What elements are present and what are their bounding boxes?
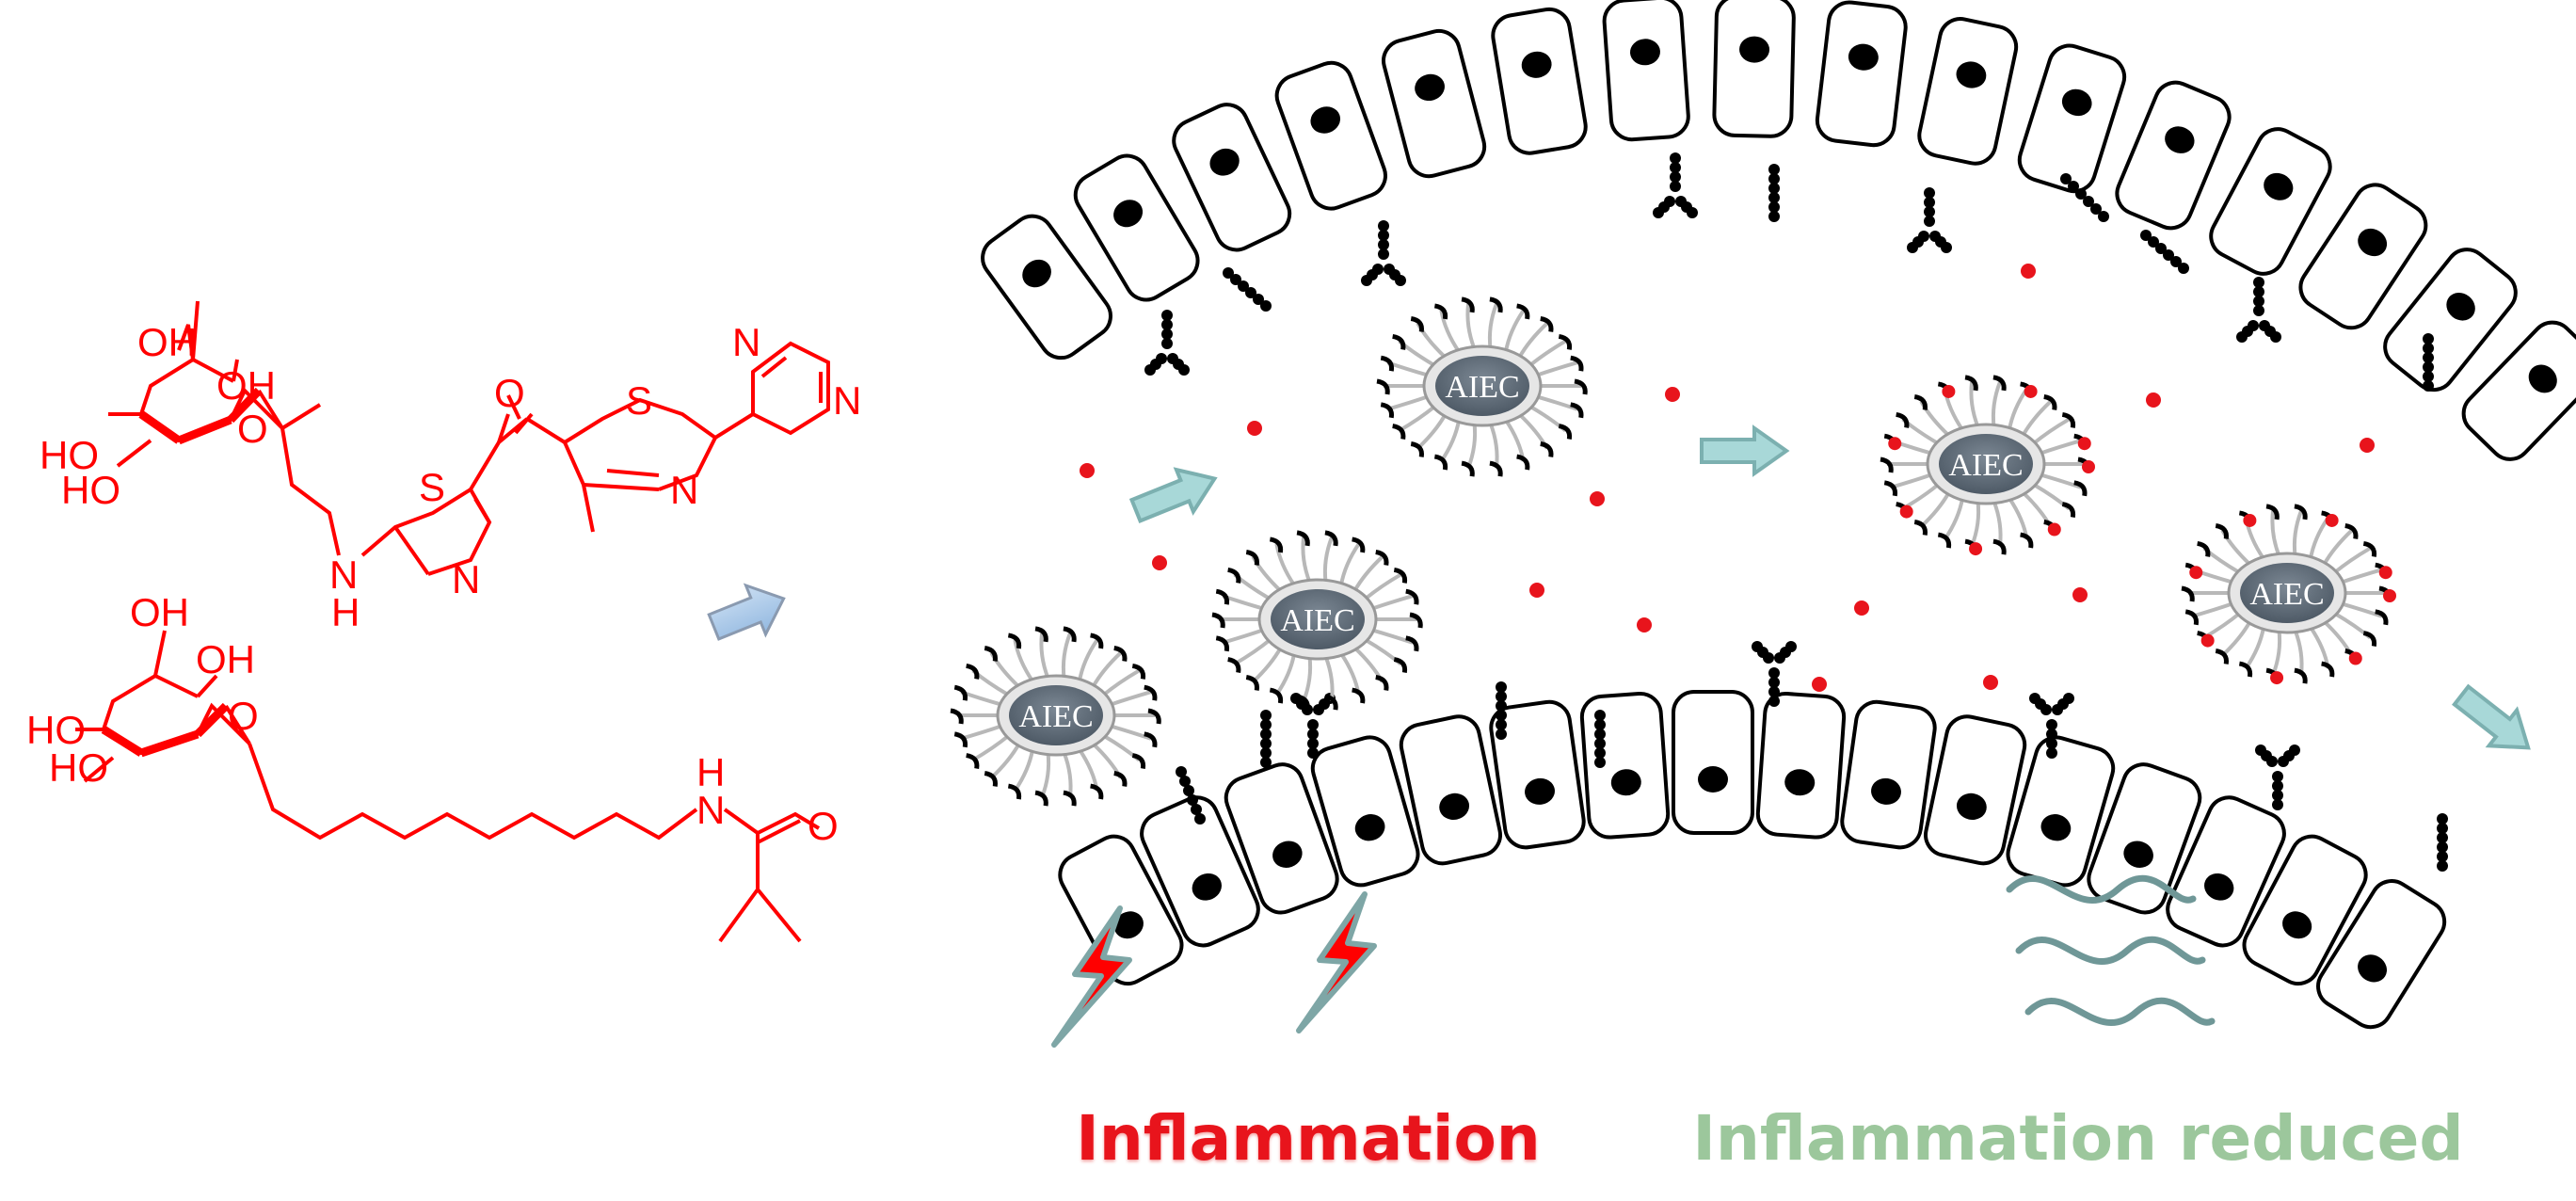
atom-ho-1-b: HO <box>26 708 86 752</box>
epithelial-cell <box>1310 735 1420 888</box>
bacterium: AIEC <box>1211 530 1423 711</box>
epithelial-cell <box>1382 28 1487 179</box>
glycan-receptor <box>1653 152 1698 218</box>
caption-inflammation: Inflammation <box>1076 1102 1541 1175</box>
atom-amide-h: H <box>696 750 725 794</box>
epithelial-cell <box>1712 0 1796 138</box>
atom-carbonyl-o: O <box>494 371 525 415</box>
atom-n-amine: N <box>329 552 358 597</box>
atom-ho-2: HO <box>61 468 120 512</box>
bacterium: AIEC <box>1880 375 2095 556</box>
atom-amide-n: N <box>696 788 725 832</box>
glycan-receptor <box>1907 187 1952 253</box>
bacterium: AIEC <box>950 626 1161 807</box>
free-inhibitor-dots <box>1080 264 2375 692</box>
atom-n-thiazole-1: N <box>452 557 480 601</box>
molecule-bottom <box>75 630 821 943</box>
glycan-receptor <box>2236 277 2281 343</box>
bacteria-layer: AIEC AIEC AIEC AIEC AIEC <box>950 296 2396 807</box>
glycan-chain <box>1176 766 1206 825</box>
bottom-epithelium <box>1058 690 2447 1030</box>
bacterium-label: AIEC <box>1018 699 1093 734</box>
epithelial-cell <box>1840 699 1937 850</box>
bacterium-label: AIEC <box>1948 448 2023 483</box>
atom-n-pyrazine-2: N <box>833 378 861 423</box>
caption-inflammation-reduced: Inflammation reduced <box>1692 1102 2463 1175</box>
glycan-receptor <box>2255 745 2300 810</box>
epithelial-cell <box>1224 762 1339 915</box>
atom-oh-ring-b: OH <box>196 637 255 681</box>
epithelial-cell <box>1274 60 1387 211</box>
glycan-receptor <box>1752 641 1797 707</box>
atom-n-pyrazine-1: N <box>732 320 760 364</box>
epithelial-cell <box>1489 699 1586 850</box>
atom-oh-primary: OH <box>137 320 197 364</box>
glycan-chain <box>1496 681 1507 740</box>
bacterium: AIEC <box>1376 296 1588 477</box>
atom-oh-ring: OH <box>216 363 276 408</box>
molecule-top <box>108 300 830 576</box>
glycan-receptor <box>1144 310 1190 376</box>
atom-s-thiazole-2: S <box>626 378 652 423</box>
epithelial-cell <box>1755 691 1847 840</box>
atom-ho-1: HO <box>40 433 99 477</box>
epithelial-cell <box>1602 0 1690 142</box>
atom-s-thiazole-1: S <box>419 465 445 509</box>
glycan-chain <box>2423 333 2434 392</box>
atom-amide-o: O <box>808 804 839 848</box>
epithelial-cell <box>2087 762 2202 915</box>
epithelial-cell <box>2461 320 2576 461</box>
glycan-chain <box>1594 710 1606 768</box>
blue-arrow-icon <box>707 583 786 641</box>
glycan-chain <box>1223 267 1272 312</box>
epithelial-cell <box>1172 103 1292 252</box>
glycan-chain <box>1260 710 1272 768</box>
epithelial-cell <box>1073 153 1200 302</box>
epithelial-cell <box>2209 127 2332 276</box>
bacterium-label: AIEC <box>1280 603 1354 638</box>
bacterium-label: AIEC <box>1445 370 1519 405</box>
glycan-chain <box>2437 813 2448 872</box>
epithelial-cell <box>2316 879 2447 1030</box>
epithelial-cell <box>2166 795 2286 948</box>
atom-oh-primary-b: OH <box>130 590 189 634</box>
top-epithelium <box>981 0 2576 461</box>
glycan-chain <box>2140 230 2189 274</box>
epithelial-cell <box>1491 7 1588 155</box>
epithelial-cell <box>1399 714 1502 866</box>
epithelial-cell <box>1815 0 1908 148</box>
atom-nh: H <box>331 590 360 634</box>
epithelial-cell <box>1672 690 1754 835</box>
bacterium: AIEC <box>2181 504 2396 685</box>
epithelial-cell <box>1924 714 2027 866</box>
atom-ring-o: O <box>237 407 268 451</box>
atom-ring-o-b: O <box>228 694 259 738</box>
lightning-icon <box>1051 905 1132 1048</box>
flow-arrow-icon <box>1700 424 1790 477</box>
bacterium-label: AIEC <box>2249 577 2324 612</box>
atom-n-thiazole-2: N <box>670 468 698 512</box>
wave-icon <box>2006 874 2216 1027</box>
atom-ho-2-b: HO <box>49 745 108 790</box>
epithelial-cell <box>2115 80 2232 231</box>
epithelial-cell <box>2242 834 2368 986</box>
epithelial-cell <box>1579 691 1671 840</box>
epithelial-cell <box>2383 248 2518 392</box>
epithelial-cell <box>1917 17 2019 166</box>
epithelial-cell <box>2298 183 2428 330</box>
flow-arrow-icon <box>1128 467 1218 523</box>
molecule-bottom-labels: OH OH HO HO O H N O <box>26 590 839 848</box>
epithelial-cell <box>981 214 1112 360</box>
glycan-chain <box>1768 164 1780 222</box>
receptors <box>1144 152 2448 872</box>
epithelial-cell <box>2017 43 2127 194</box>
flow-arrow-icon <box>2452 683 2531 750</box>
lightning-icon <box>1296 891 1377 1033</box>
glycan-receptor <box>1361 220 1406 286</box>
molecule-top-labels: OH OH HO HO O O N H S N S N N N <box>40 320 861 634</box>
glycan-chain <box>2060 173 2109 222</box>
glycan-receptor <box>2029 693 2074 759</box>
epithelial-cell <box>1140 795 1260 948</box>
